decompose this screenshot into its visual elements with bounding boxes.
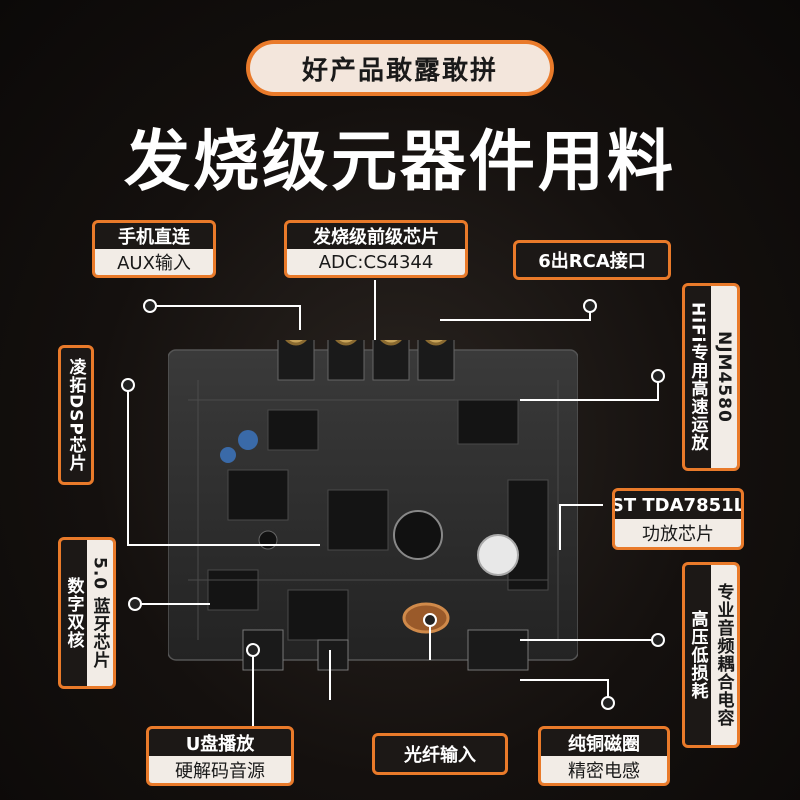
rca-title: 6出RCA接口 (538, 251, 646, 272)
headline: 发烧级元器件用料 (124, 123, 676, 200)
usb-title: U盘播放 (185, 733, 255, 755)
label-adc-chip: 发烧级前级芯片 ADC:CS4344 (284, 220, 468, 278)
aux-sub: AUX输入 (95, 249, 213, 275)
bt-sub: 5.0 蓝牙芯片 (87, 540, 113, 686)
inductor-sub: 精密电感 (541, 756, 667, 783)
inductor-title: 纯铜磁圈 (568, 733, 640, 755)
label-rca-outputs: 6出RCA接口 (513, 240, 671, 280)
label-bluetooth: 数字双核 5.0 蓝牙芯片 (58, 537, 116, 689)
dsp-title: 凌拓DSP芯片 (65, 358, 86, 472)
amp-title: ST TDA7851L (612, 494, 744, 516)
amp-sub: 功放芯片 (615, 519, 741, 547)
aux-title: 手机直连 (118, 227, 190, 248)
label-dsp-chip: 凌拓DSP芯片 (58, 345, 94, 485)
adc-title: 发烧级前级芯片 (313, 227, 439, 248)
label-aux-input: 手机直连 AUX输入 (92, 220, 216, 278)
label-optical-input: 光纤输入 (372, 733, 508, 775)
cap-title: 高压低损耗 (687, 610, 708, 700)
top-slogan-pill: 好产品敢露敢拼 (246, 40, 554, 96)
label-inductor: 纯铜磁圈 精密电感 (538, 726, 670, 786)
label-usb-playback: U盘播放 硬解码音源 (146, 726, 294, 786)
label-capacitor: 高压低损耗 专业音频耦合电容 (682, 562, 740, 748)
optical-title: 光纤输入 (404, 745, 476, 766)
rca-jacks (277, 340, 455, 381)
bt-title: 数字双核 (63, 577, 84, 649)
adc-sub: ADC:CS4344 (287, 249, 465, 275)
circuit-board-image (168, 340, 578, 671)
label-amp-chip: ST TDA7851L 功放芯片 (612, 488, 744, 550)
opamp-sub: NJM4580 (711, 286, 737, 468)
label-opamp: HiFi专用高速运放 NJM4580 (682, 283, 740, 471)
opamp-title: HiFi专用高速运放 (687, 302, 708, 452)
cap-sub: 专业音频耦合电容 (711, 565, 737, 745)
top-slogan-text: 好产品敢露敢拼 (250, 44, 550, 92)
usb-sub: 硬解码音源 (149, 756, 291, 783)
